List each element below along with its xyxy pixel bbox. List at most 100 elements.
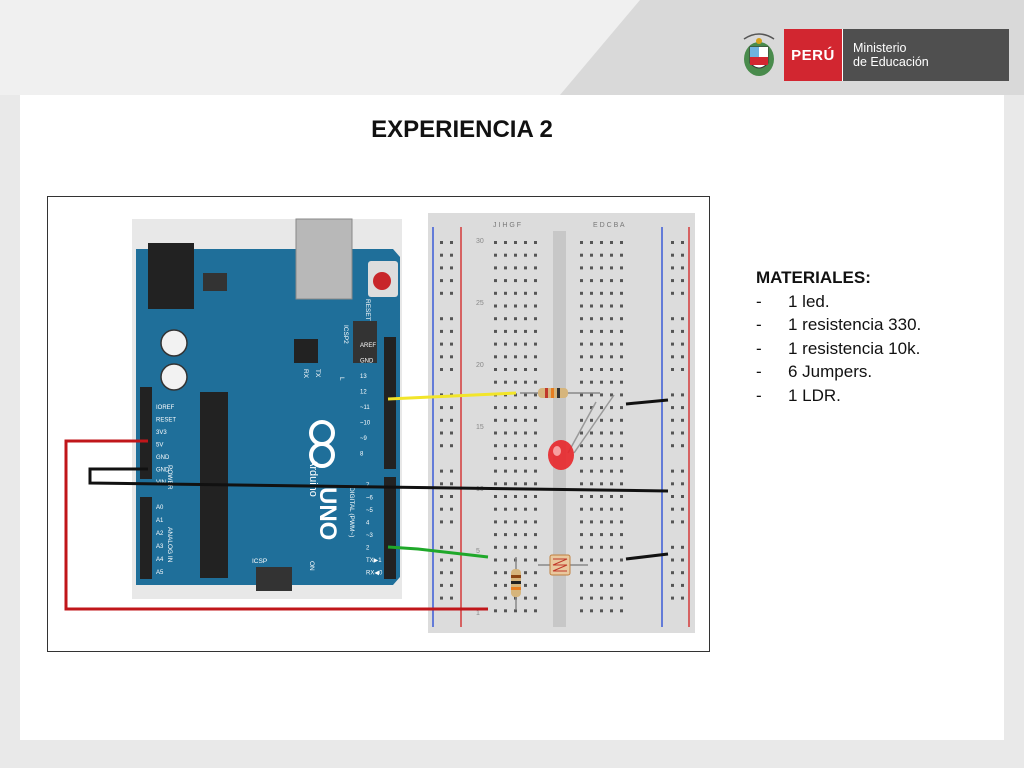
arduino-icsp-label: ICSP (252, 558, 267, 565)
materials-heading: MATERIALES: (756, 268, 871, 287)
arduino-board-name: UNO (314, 487, 341, 540)
materials-item-text: 1 led. (788, 291, 830, 311)
wire-yellow-pin13 (387, 391, 517, 401)
arduino-infinity-logo-icon (309, 420, 335, 468)
arduino-pin-label: A4 (156, 557, 164, 563)
arduino-pin-label: ~11 (360, 405, 370, 411)
arduino-pin-label: 4 (366, 521, 370, 527)
usb-port (295, 218, 353, 300)
peru-coat-of-arms-icon (743, 33, 775, 76)
arduino-pin-label: A5 (156, 570, 164, 576)
arduino-digital-label: DIGITAL (PWM~) (348, 487, 355, 537)
resistor-330 (520, 388, 600, 398)
breadboard-center-gap (553, 231, 566, 627)
materials-list: MATERIALES: - 1 led. - 1 resistencia 330. - 1… (756, 266, 921, 407)
breadboard-row-number: 30 (476, 238, 484, 245)
arduino-pin-label: ~10 (360, 421, 371, 427)
materials-items: - 1 led. - 1 resistencia 330. - 1 resistencia… (756, 290, 921, 408)
arduino-pin-label: A3 (156, 544, 164, 550)
materials-item: - 1 LDR. (756, 384, 921, 408)
breadboard-row-number: 20 (476, 362, 484, 369)
materials-item: - 1 led. (756, 290, 921, 314)
slide-title: EXPERIENCIA 2 (371, 116, 553, 143)
arduino-pin-label: ~3 (366, 533, 374, 539)
ministry-logo: PERÚ Ministerio de Educación (738, 29, 1009, 81)
materials-item-text: 1 LDR. (788, 385, 841, 405)
materials-item: - 1 resistencia 330. (756, 313, 921, 337)
arduino-l-label: L (338, 377, 345, 381)
arduino-pin-label: RESET (156, 418, 176, 424)
arduino-analog-label: ANALOG IN (166, 527, 173, 563)
arduino-on-label: ON (308, 561, 315, 571)
arduino-pin-label: ~9 (360, 436, 368, 442)
column-letters-right-top: E D C B A (593, 222, 625, 229)
resistor-10k (511, 557, 521, 609)
analog-header (140, 497, 152, 579)
materials-item-text: 1 resistencia 10k. (788, 338, 921, 358)
arduino-tx-label: TX (314, 369, 321, 378)
materials-item: - 1 resistencia 10k. (756, 337, 921, 361)
ministry-line-2: de Educación (853, 55, 929, 69)
breadboard-row-number: 1 (476, 610, 480, 617)
materials-item-text: 6 Jumpers. (788, 362, 873, 381)
materials-item-bullet: - (756, 291, 762, 311)
breadboard-row-number: 5 (476, 548, 480, 555)
arduino-pin-label: IOREF (156, 405, 175, 411)
materials-item-text: 1 resistencia 330. (788, 315, 922, 334)
arduino-pin-label: 5V (156, 443, 163, 449)
materials-item: - 6 Jumpers. (756, 360, 921, 384)
peru-label: PERÚ (784, 29, 843, 81)
arduino-icsp2-label: ICSP2 (342, 325, 349, 344)
arduino-pin-label: RX◀0 (366, 571, 383, 577)
arduino-pin-label: 12 (360, 390, 367, 396)
pin-labels: IOREFRESET3V35VGNDGNDVINA0A1A2A3A4A5AREF… (156, 343, 383, 577)
arduino-pin-label: A1 (156, 518, 164, 524)
arduino-rx-label: RX (302, 369, 309, 379)
materials-item-bullet: - (756, 315, 762, 334)
arduino-power-label: POWER (166, 465, 173, 490)
wire-green-pin2 (387, 545, 489, 559)
dc-power-jack (148, 243, 194, 309)
arduino-pin-label: 3V3 (156, 430, 167, 436)
usb-chip (294, 339, 318, 363)
arduino-pin-label: 13 (360, 374, 367, 380)
breadboard-row-number: 15 (476, 424, 484, 431)
capacitor-1 (160, 329, 188, 357)
arduino-pin-label: GND (156, 468, 170, 474)
materials-item-bullet: - (756, 338, 762, 358)
capacitor-2 (160, 363, 188, 391)
digital-header-bottom (384, 477, 396, 579)
arduino-labels: RESET ICSP2 ICSP RX TX L ON POWER ANALOG… (166, 299, 371, 571)
arduino-pin-label: A2 (156, 531, 164, 537)
wire-black-rail-1 (625, 398, 669, 406)
ministry-label: Ministerio de Educación (843, 29, 1009, 81)
arduino-pin-label: GND (360, 359, 374, 365)
arduino-pin-label: 2 (366, 546, 370, 552)
arduino-pin-label: 8 (360, 452, 364, 458)
breadboard-row-number: 25 (476, 300, 484, 307)
materials-item-bullet: - (756, 385, 762, 405)
power-header (140, 387, 152, 479)
arduino-pin-label: TX▶1 (366, 558, 382, 564)
arduino-pin-label: AREF (360, 343, 376, 349)
reset-button (373, 272, 391, 290)
digital-header-top (384, 337, 396, 469)
led-red (548, 394, 615, 470)
materials-item-bullet: - (756, 362, 762, 381)
wire-black-gnd (88, 467, 669, 493)
wire-red-5v (64, 439, 488, 611)
wire-black-rail-2 (625, 552, 669, 561)
arduino-pin-label: A0 (156, 505, 164, 511)
icsp2-header (353, 321, 377, 363)
arduino-pin-label: GND (156, 455, 170, 461)
arduino-reset-label: RESET (364, 299, 371, 321)
ldr-sensor (538, 554, 588, 576)
column-letters-left-top: J I H G F (493, 222, 521, 229)
ministry-line-1: Ministerio (853, 41, 907, 55)
arduino-pin-label: ~6 (366, 496, 374, 502)
icsp-header (256, 567, 292, 591)
arduino-pin-label: ~5 (366, 508, 374, 514)
